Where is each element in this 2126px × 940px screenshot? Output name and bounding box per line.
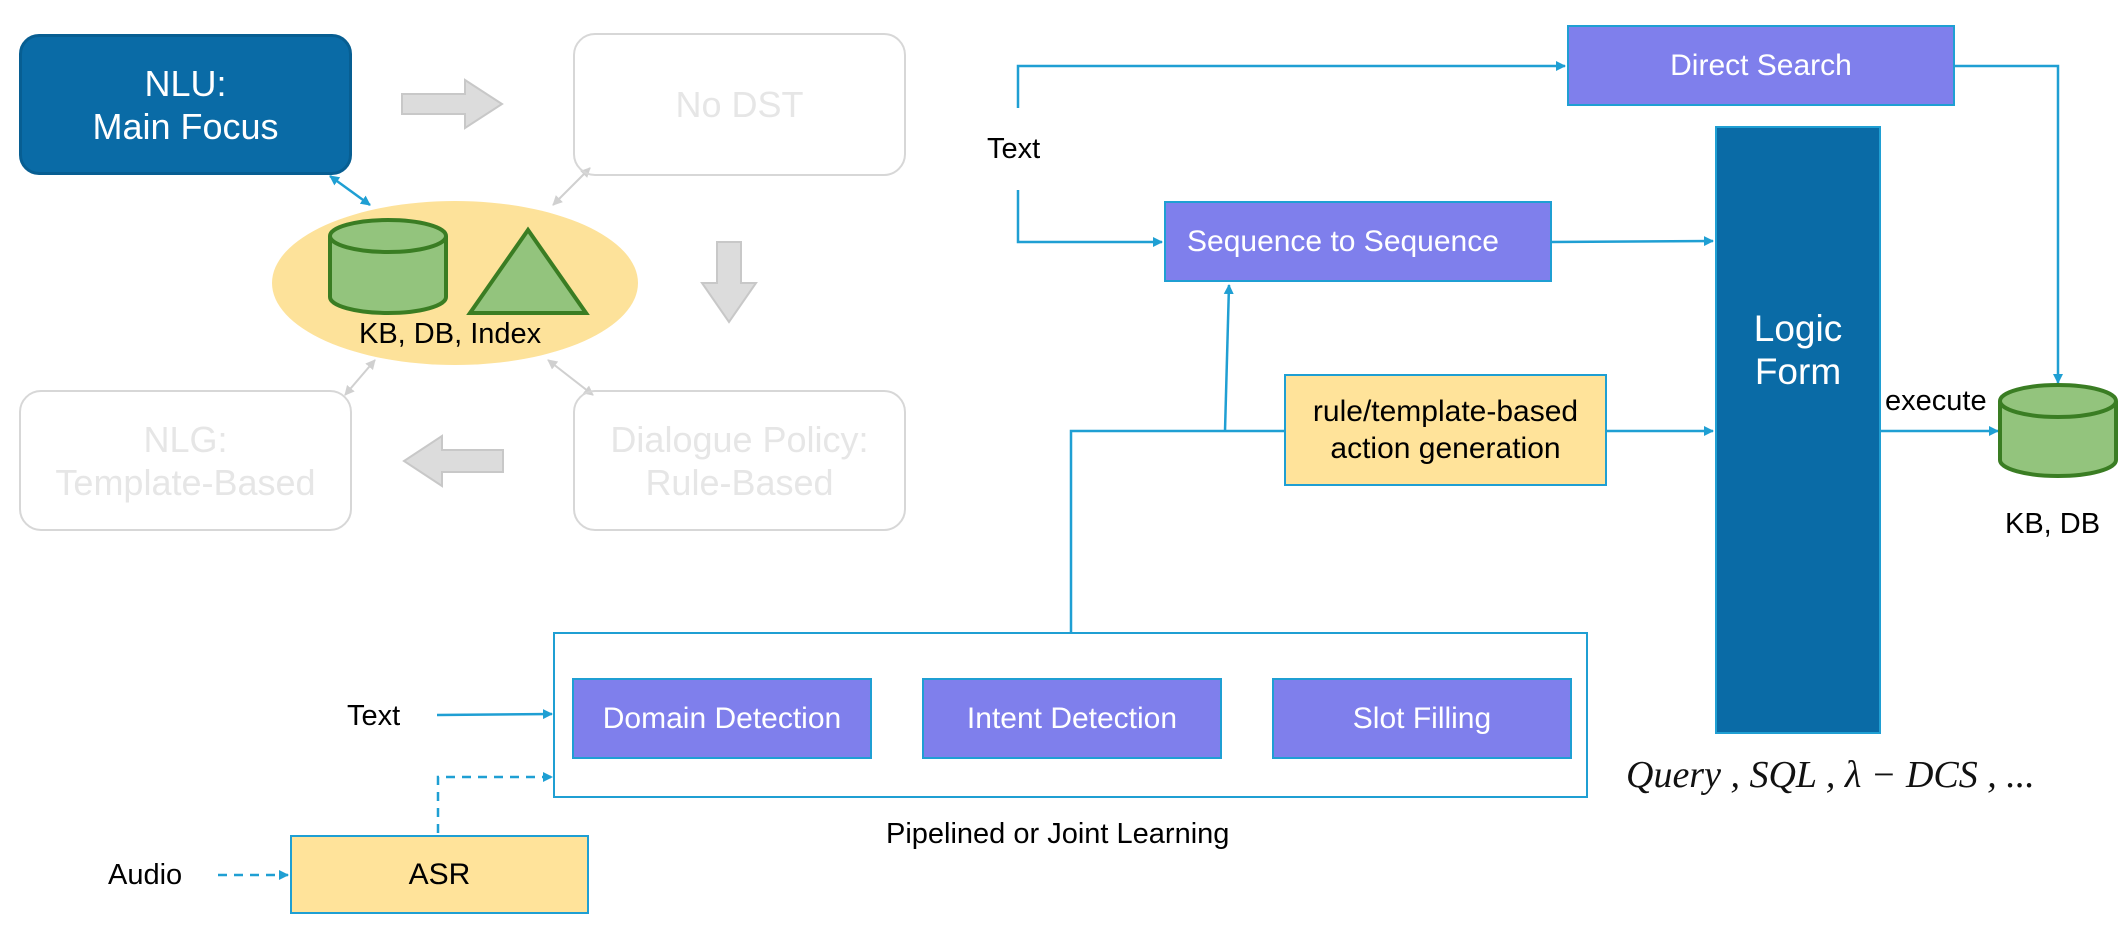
pipeline-to-rule-arrow xyxy=(1069,429,1284,632)
logic-form-line2: Form xyxy=(1754,351,1842,392)
domain-detection-box: Domain Detection xyxy=(572,678,872,759)
domain-detection-label: Domain Detection xyxy=(602,701,842,735)
seq2seq-box: Sequence to Sequence xyxy=(1164,201,1552,282)
rule-template-box: rule/template-based action generation xyxy=(1284,374,1607,486)
policy-kb-link xyxy=(547,359,594,396)
asr-label: ASR xyxy=(408,858,471,891)
nlg-box-line1: NLG: xyxy=(143,418,228,460)
text-to-seq2seq-arrow xyxy=(1016,190,1163,247)
nlu-box-line2: Main Focus xyxy=(92,105,279,147)
logic-form-formula: Query , SQL , λ − DCS , ... xyxy=(1626,754,2035,796)
text-left-label: Text xyxy=(347,700,401,732)
kb-db-index-label: KB, DB, Index xyxy=(359,318,542,350)
intent-detection-box: Intent Detection xyxy=(922,678,1222,759)
dialogue-policy-box: Dialogue Policy: Rule-Based xyxy=(573,390,906,531)
intent-detection-label: Intent Detection xyxy=(966,701,1178,735)
policy-box-line2: Rule-Based xyxy=(645,461,834,503)
asr-to-pipeline-arrow xyxy=(436,772,553,833)
nlu-kb-link xyxy=(329,174,371,207)
text-to-pipeline-arrow xyxy=(436,709,553,720)
text-top-label: Text xyxy=(987,133,1041,165)
nlu-main-focus-box: NLU: Main Focus xyxy=(19,34,352,175)
seq2seq-label: Sequence to Sequence xyxy=(1187,224,1499,258)
execute-label: execute xyxy=(1885,385,1987,417)
asr-box: ASR xyxy=(290,835,589,914)
nlg-template-box: NLG: Template-Based xyxy=(19,390,352,531)
text-to-direct-search-arrow xyxy=(1016,61,1566,108)
pipeline-to-seq2seq-arrow xyxy=(1223,284,1234,432)
direct-search-label: Direct Search xyxy=(1670,48,1852,82)
policy-box-line1: Dialogue Policy: xyxy=(610,418,869,460)
slot-filling-box: Slot Filling xyxy=(1272,678,1572,759)
kb-db-cylinder-icon xyxy=(1998,383,2118,478)
nlg-kb-link xyxy=(344,359,376,396)
dst-kb-link xyxy=(552,167,591,206)
direct-search-box: Direct Search xyxy=(1567,25,1955,106)
flow-arrow-right-icon xyxy=(401,78,504,130)
pipeline-frame xyxy=(553,632,1588,798)
index-triangle-icon xyxy=(466,226,590,315)
direct-search-to-kb-arrow xyxy=(1953,64,2063,384)
no-dst-box: No DST xyxy=(573,33,906,176)
audio-label: Audio xyxy=(108,859,183,891)
seq2seq-to-logic-arrow xyxy=(1550,236,1714,247)
slot-filling-label: Slot Filling xyxy=(1352,701,1492,735)
nlu-box-line1: NLU: xyxy=(144,62,227,104)
logic-form-line1: Logic xyxy=(1753,308,1843,349)
flow-arrow-down-icon xyxy=(700,241,758,324)
kb-db-label: KB, DB xyxy=(2005,508,2101,540)
pipeline-caption: Pipelined or Joint Learning xyxy=(886,818,1230,850)
logic-form-box: Logic Form xyxy=(1715,126,1881,734)
no-dst-label: No DST xyxy=(675,84,804,125)
flow-arrow-left-icon xyxy=(402,434,504,488)
rule-template-line2: action generation xyxy=(1330,432,1561,465)
database-cylinder-icon xyxy=(328,218,448,315)
rule-template-line1: rule/template-based xyxy=(1312,395,1579,428)
nlg-box-line2: Template-Based xyxy=(55,461,316,503)
